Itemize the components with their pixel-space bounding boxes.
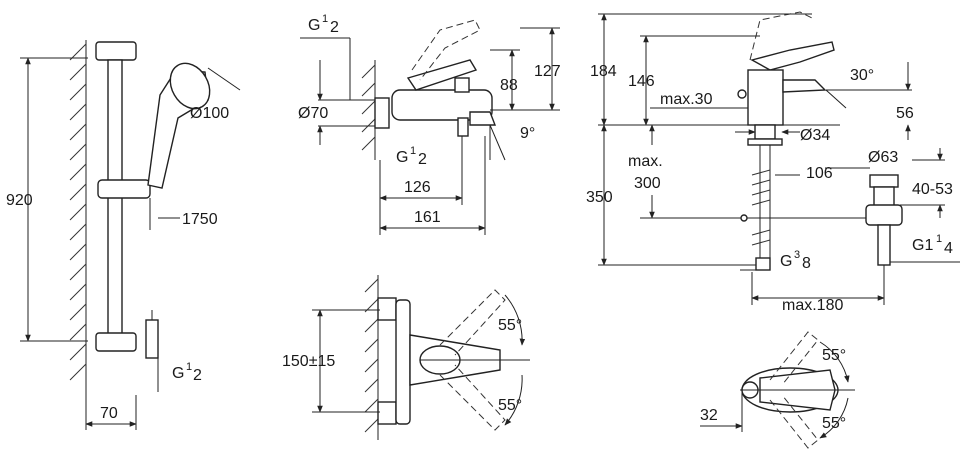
waste-top — [869, 174, 899, 188]
svg-text:1: 1 — [186, 361, 192, 373]
slider-holder — [97, 179, 151, 199]
bath-angle-top: 55° — [498, 317, 522, 334]
inlet-bottom — [377, 401, 397, 425]
bath-h-127: 127 — [534, 63, 561, 80]
shower-head — [169, 62, 211, 110]
basin-spout — [782, 79, 827, 93]
dim-1750: 1750 — [182, 211, 218, 228]
waste-body — [865, 204, 903, 226]
svg-text:2: 2 — [193, 367, 202, 384]
basin-max: max. — [628, 153, 663, 170]
bath-d-126: 126 — [404, 179, 431, 196]
bath-thread-top-g: G — [308, 17, 320, 34]
dim-70: 70 — [100, 405, 118, 422]
basin-body — [747, 69, 784, 126]
basin-dia-34: Ø34 — [800, 127, 830, 144]
svg-text:4: 4 — [944, 240, 953, 257]
basin-g-thread: G — [780, 253, 792, 270]
basin-max-30: max.30 — [660, 91, 713, 108]
basin-h-184: 184 — [590, 63, 617, 80]
svg-text:1: 1 — [322, 13, 328, 25]
bath-mixer-drawing: G 1 2 Ø70 88 127 9° G 1 2 126 161 — [282, 13, 561, 440]
basin-top-angle-bot: 55° — [822, 415, 846, 432]
basin-h-350: 350 — [586, 189, 613, 206]
bath-thread-bot-g: G — [396, 149, 408, 166]
dim-dia-100: Ø100 — [190, 105, 229, 122]
basin-dia-63: Ø63 — [868, 149, 898, 166]
basin-max-300: 300 — [634, 175, 661, 192]
wall-hatch — [69, 43, 87, 381]
bath-center-150: 150±15 — [282, 353, 335, 370]
svg-text:3: 3 — [794, 249, 800, 261]
basin-h-146: 146 — [628, 73, 655, 90]
wall-outlet — [145, 319, 159, 359]
inlet-top — [377, 297, 397, 321]
bath-angle-bot: 55° — [498, 397, 522, 414]
basin-angle-30: 30° — [850, 67, 874, 84]
svg-text:1: 1 — [936, 233, 942, 245]
svg-text:2: 2 — [330, 19, 339, 36]
spout — [469, 111, 497, 126]
mixer-body — [391, 89, 493, 121]
bath-dia-70: Ø70 — [298, 105, 328, 122]
lever-handle — [406, 59, 478, 91]
basin-max-180: max.180 — [782, 297, 843, 314]
dim-920: 920 — [6, 192, 33, 209]
bath-h-88: 88 — [500, 77, 518, 94]
shower-set-drawing: 920 Ø100 1750 G 1 2 70 — [6, 40, 241, 430]
rail-bar — [107, 59, 123, 351]
bath-d-161: 161 — [414, 209, 441, 226]
diverter — [454, 77, 470, 93]
basin-g1-thread: G1 — [912, 237, 933, 254]
bath-angle-9: 9° — [520, 125, 535, 142]
basin-h-56: 56 — [896, 105, 914, 122]
eccentric — [374, 97, 390, 129]
pop-up-knob — [737, 89, 747, 99]
basin-d-32: 32 — [700, 407, 718, 424]
rail-top-bracket — [95, 41, 137, 61]
basin-lever — [750, 41, 835, 71]
basin-mixer-drawing: 184 146 max.30 30° 56 Ø34 max. 300 106 Ø… — [586, 11, 960, 449]
basin-d-106: 106 — [806, 165, 833, 182]
basin-40-53: 40-53 — [912, 181, 953, 198]
shower-thread-g: G — [172, 365, 184, 382]
svg-text:1: 1 — [410, 145, 416, 157]
basin-top-angle-top: 55° — [822, 347, 846, 364]
svg-text:2: 2 — [418, 151, 427, 168]
svg-text:8: 8 — [802, 255, 811, 272]
rail-bottom-bracket — [95, 332, 137, 352]
